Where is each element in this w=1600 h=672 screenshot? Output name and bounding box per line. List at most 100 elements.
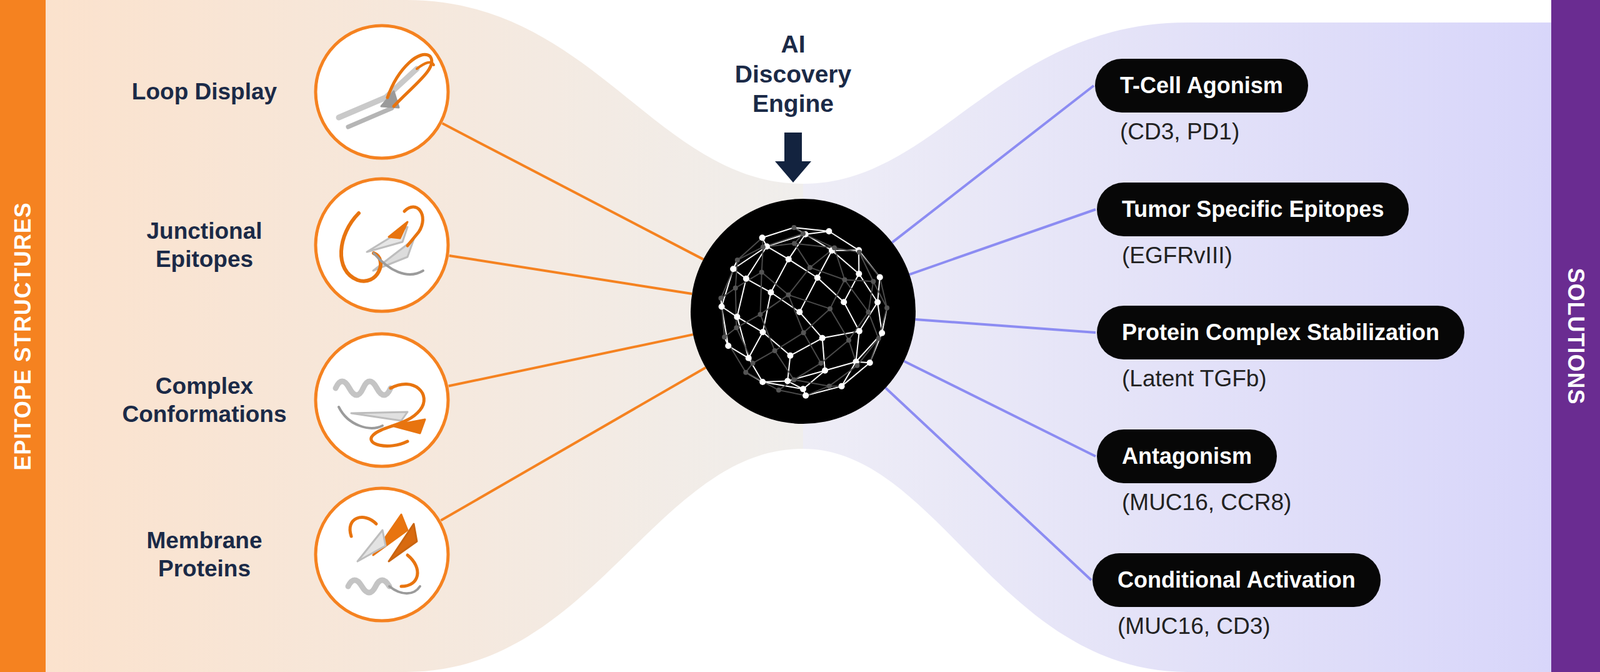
network-node — [876, 335, 882, 341]
network-link — [834, 248, 860, 253]
solution-pill: T-Cell Agonism(CD3, PD1) — [1095, 58, 1309, 113]
network-link — [805, 386, 842, 396]
ribbon-stroke — [371, 383, 425, 446]
down-arrow — [775, 132, 812, 183]
solution-example: (MUC16, CD3) — [1117, 613, 1271, 640]
network-node — [802, 392, 809, 399]
epitope-label: Junctional Epitopes — [104, 216, 305, 274]
left-funnel — [45, 0, 804, 672]
network-node — [796, 308, 803, 315]
network-node — [785, 292, 791, 298]
network-link — [788, 295, 830, 309]
right-funnel — [803, 22, 1552, 672]
network-link — [799, 311, 822, 339]
connector-line — [891, 85, 1094, 243]
network-link — [805, 231, 830, 235]
network-link — [870, 338, 879, 363]
protein-art — [313, 176, 450, 314]
ribbon-stroke — [404, 206, 423, 246]
network-link — [803, 308, 830, 333]
network-link — [736, 316, 763, 332]
ribbon-stroke — [350, 517, 418, 587]
circle-outline — [315, 333, 449, 467]
network-link — [766, 246, 789, 259]
network-link — [817, 250, 832, 279]
network-node — [838, 383, 845, 390]
network-node — [759, 269, 765, 275]
network-link — [859, 251, 874, 282]
network-node — [760, 244, 766, 250]
connector-line — [915, 319, 1096, 333]
network-node — [818, 360, 824, 366]
network-link — [736, 327, 753, 364]
network-node — [733, 325, 739, 330]
network-link — [745, 372, 779, 390]
solution-example: (CD3, PD1) — [1120, 118, 1240, 145]
network-link — [746, 278, 772, 293]
network-link — [868, 311, 879, 339]
ribbon-stroke — [357, 530, 386, 562]
network-node — [855, 270, 862, 277]
circle-outline — [315, 488, 449, 621]
ribbon-stroke — [341, 213, 381, 282]
network-link — [828, 231, 859, 250]
network-node — [878, 330, 885, 337]
network-node — [814, 274, 821, 281]
network-link — [775, 332, 804, 351]
network-node — [825, 228, 832, 235]
network-link — [810, 248, 835, 268]
network-node — [846, 337, 852, 343]
network-link — [790, 338, 822, 356]
ribbon-stroke — [348, 580, 390, 593]
network-node — [725, 342, 732, 349]
epitope-label: Complex Conformations — [104, 371, 305, 429]
network-link — [787, 355, 790, 382]
network-link — [761, 271, 789, 295]
network-link — [793, 363, 821, 380]
connector-line — [448, 334, 694, 386]
network-node — [870, 278, 876, 284]
network-node — [759, 234, 766, 241]
network-link — [735, 260, 738, 289]
network-node — [745, 355, 752, 362]
solution-pill: Tumor Specific Epitopes(EGFRvIII) — [1096, 182, 1409, 237]
network-node — [733, 285, 739, 291]
network-node — [856, 328, 863, 335]
network-node — [856, 249, 862, 255]
side-band: SOLUTIONS — [1551, 0, 1600, 672]
network-link — [762, 227, 795, 238]
network-node — [791, 241, 797, 247]
network-link — [829, 365, 858, 387]
solution-title: Tumor Specific Epitopes — [1121, 196, 1384, 223]
network-node — [759, 378, 766, 385]
network-node — [718, 303, 725, 310]
network-link — [803, 332, 822, 364]
solution-example: (EGFRvIII) — [1121, 242, 1233, 269]
solution-title: T-Cell Agonism — [1120, 72, 1284, 99]
solution-pill: Protein Complex Stabilization(Latent TGF… — [1096, 305, 1465, 360]
ribbon-stroke — [373, 253, 424, 275]
network-node — [718, 295, 724, 301]
engine-label: AI Discovery Engine — [721, 29, 865, 119]
network-node — [757, 311, 763, 317]
band-label: SOLUTIONS — [1562, 267, 1589, 405]
circle-outline — [315, 25, 449, 159]
network-link — [834, 248, 845, 280]
connector-line — [909, 209, 1096, 275]
network-link — [760, 295, 789, 315]
network-link — [821, 340, 849, 364]
ribbon-stroke — [389, 586, 420, 594]
network-link — [844, 279, 869, 312]
network-link — [822, 338, 825, 371]
network-link — [794, 243, 810, 268]
network-link — [873, 281, 887, 308]
network-link — [843, 301, 860, 331]
network-node — [776, 387, 782, 393]
connector-line — [885, 387, 1092, 580]
network-node — [831, 245, 837, 251]
network-node — [784, 378, 791, 385]
network-node — [884, 305, 890, 310]
network-link — [720, 260, 737, 299]
protein-art — [313, 486, 450, 623]
